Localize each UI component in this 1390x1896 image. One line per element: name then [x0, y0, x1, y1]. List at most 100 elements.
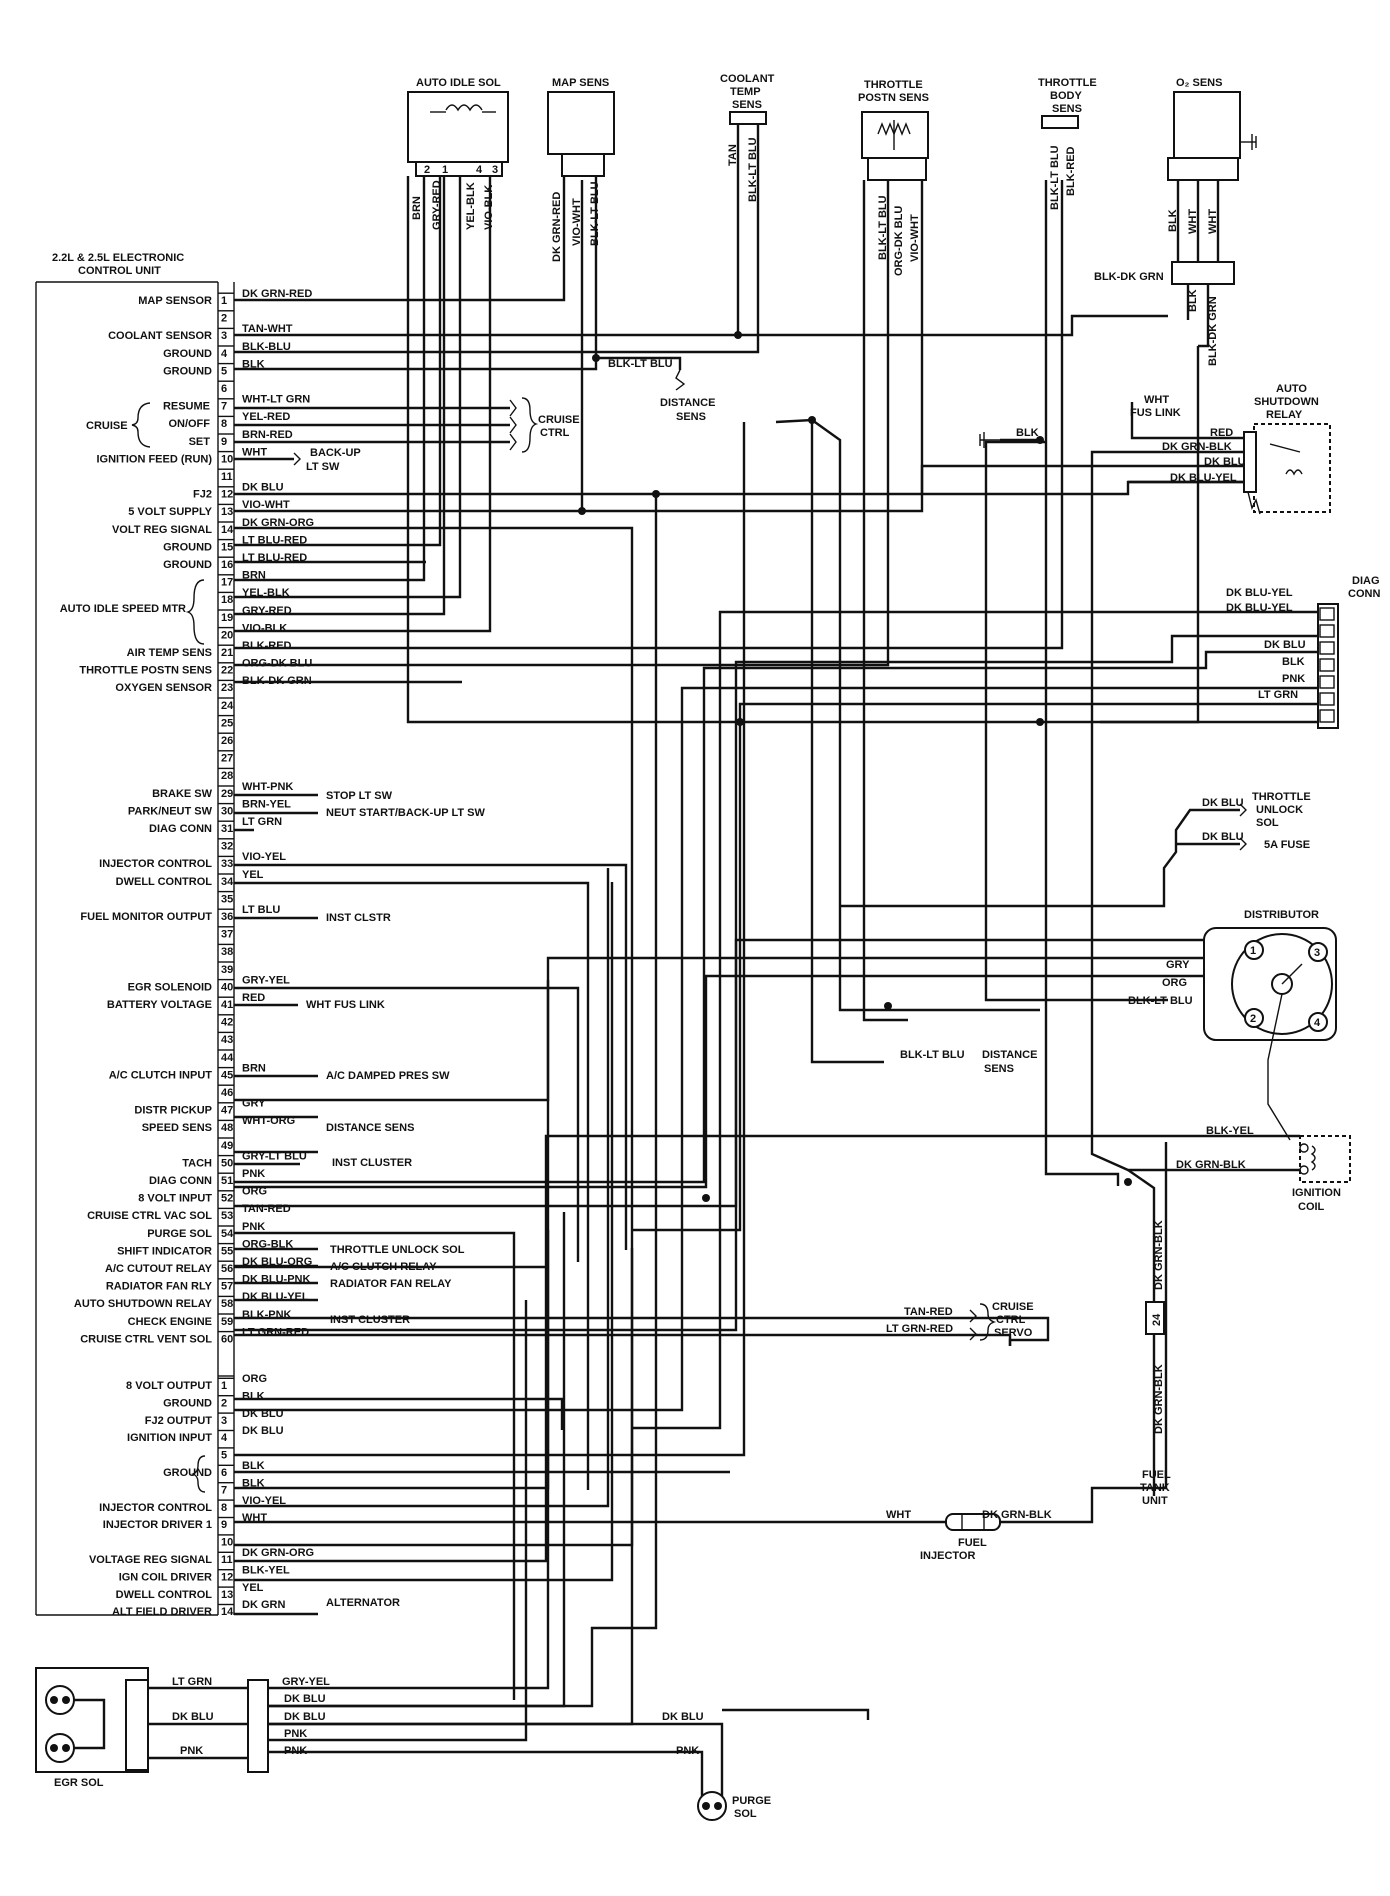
svg-text:UNLOCK: UNLOCK	[1256, 804, 1303, 816]
svg-text:DISTANCE SENS: DISTANCE SENS	[326, 1122, 414, 1134]
svg-text:DK GRN-BLK: DK GRN-BLK	[1176, 1159, 1246, 1171]
pin-label: PARK/NEUT SW	[128, 805, 213, 817]
pin-wire-color: LT GRN-RED	[242, 1326, 309, 1338]
pin-number: 8	[221, 1502, 227, 1514]
pin-number: 13	[221, 506, 233, 518]
pin-number: 3	[221, 330, 227, 342]
pin-label: DWELL CONTROL	[116, 876, 213, 888]
pin-row: 32	[218, 838, 234, 853]
svg-text:COIL: COIL	[1298, 1201, 1325, 1213]
pin-label: IGN COIL DRIVER	[119, 1571, 212, 1583]
pin-label: DISTR PICKUP	[134, 1105, 212, 1117]
pin-label: IGNITION INPUT	[127, 1432, 212, 1444]
pin-label: A/C CLUTCH INPUT	[109, 1069, 213, 1081]
svg-text:BLK: BLK	[1282, 656, 1305, 668]
pin-wire-color: LT BLU-RED	[242, 534, 307, 546]
svg-text:DK GRN-BLK: DK GRN-BLK	[1153, 1220, 1165, 1290]
coolant-temp-sens: COOLANT TEMP SENS TAN BLK-LT BLU	[720, 73, 775, 202]
pin-number: 1	[221, 295, 227, 307]
pin-number: 2	[221, 1397, 227, 1409]
map-sens-title: MAP SENS	[552, 77, 609, 89]
pin-number: 12	[221, 1571, 233, 1583]
pin-number: 9	[221, 436, 227, 448]
pin-number: 41	[221, 999, 233, 1011]
svg-text:DK GRN-RED: DK GRN-RED	[551, 192, 563, 262]
pin-row: 10	[218, 1534, 234, 1549]
svg-text:THROTTLE UNLOCK SOL: THROTTLE UNLOCK SOL	[330, 1244, 465, 1256]
pin-number: 17	[221, 577, 233, 589]
svg-text:WHT: WHT	[886, 1509, 911, 1521]
pin-label: SPEED SENS	[142, 1122, 212, 1134]
svg-text:LT GRN-RED: LT GRN-RED	[886, 1323, 953, 1335]
pin-label: FJ2 OUTPUT	[145, 1415, 213, 1427]
pin-number: 2	[221, 313, 227, 325]
pin-number: 10	[221, 1537, 233, 1549]
svg-text:COOLANT: COOLANT	[720, 73, 775, 85]
pin-label: COOLANT SENSOR	[108, 330, 212, 342]
pin-wire-color: WHT	[242, 446, 267, 458]
svg-text:BLK-LT BLU: BLK-LT BLU	[747, 137, 759, 202]
pin-wire-color: LT GRN	[242, 816, 282, 828]
svg-text:TEMP: TEMP	[730, 86, 761, 98]
svg-text:ALTERNATOR: ALTERNATOR	[326, 1597, 400, 1609]
pin-number: 25	[221, 717, 233, 729]
svg-text:BACK-UP: BACK-UP	[310, 447, 361, 459]
pin-label: GROUND	[163, 1467, 212, 1479]
pin-number: 20	[221, 629, 233, 641]
svg-text:TAN-RED: TAN-RED	[904, 1306, 953, 1318]
svg-text:DK BLU-YEL: DK BLU-YEL	[1226, 602, 1293, 614]
svg-text:4: 4	[1314, 1017, 1321, 1029]
diag-pin	[1319, 624, 1335, 638]
blk-dk-grn-label: BLK-DK GRN	[1094, 271, 1164, 283]
pin-wire-color: ORG	[242, 1373, 267, 1385]
pin-row: 35	[218, 890, 234, 905]
svg-text:LT SW: LT SW	[306, 461, 340, 473]
pin-label: SET	[189, 436, 211, 448]
pin-row: 44	[218, 1049, 234, 1064]
svg-text:DK GRN-BLK: DK GRN-BLK	[982, 1509, 1052, 1521]
pin-number: 49	[221, 1140, 233, 1152]
svg-text:PNK: PNK	[1282, 673, 1305, 685]
pin-wire-color: ORG-DK BLU	[242, 658, 312, 670]
svg-text:TANK: TANK	[1140, 1482, 1170, 1494]
pin-number: 40	[221, 981, 233, 993]
pin-wire-color: DK BLU	[242, 1425, 284, 1437]
svg-text:INST CLUSTER: INST CLUSTER	[332, 1157, 412, 1169]
pin-number: 29	[221, 788, 233, 800]
pin-number: 24	[221, 700, 234, 712]
pin-wire-color: BLK	[242, 358, 265, 370]
pin-label: MAP SENSOR	[138, 295, 212, 307]
svg-text:POSTN SENS: POSTN SENS	[858, 92, 929, 104]
pin-label: GROUND	[163, 559, 212, 571]
pin-wire-color: BRN-RED	[242, 429, 293, 441]
svg-text:DK BLU-YEL: DK BLU-YEL	[1170, 472, 1237, 484]
svg-text:THROTTLE: THROTTLE	[1038, 77, 1097, 89]
pin-wire-color: BRN-YEL	[242, 798, 291, 810]
pin-row: 37	[218, 926, 234, 941]
pin-label: SHIFT INDICATOR	[117, 1245, 212, 1257]
pin-wire-color: WHT-PNK	[242, 781, 293, 793]
svg-text:3: 3	[492, 164, 498, 176]
svg-text:4: 4	[476, 164, 483, 176]
pin-number: 28	[221, 770, 233, 782]
pin-label: INJECTOR DRIVER 1	[103, 1519, 212, 1531]
pin-number: 33	[221, 858, 233, 870]
pin-number: 43	[221, 1034, 233, 1046]
pin-number: 44	[221, 1052, 234, 1064]
pin-number: 32	[221, 841, 233, 853]
pin-row: 6	[218, 380, 234, 395]
pin-label: THROTTLE POSTN SENS	[79, 665, 212, 677]
svg-text:BODY: BODY	[1050, 90, 1082, 102]
